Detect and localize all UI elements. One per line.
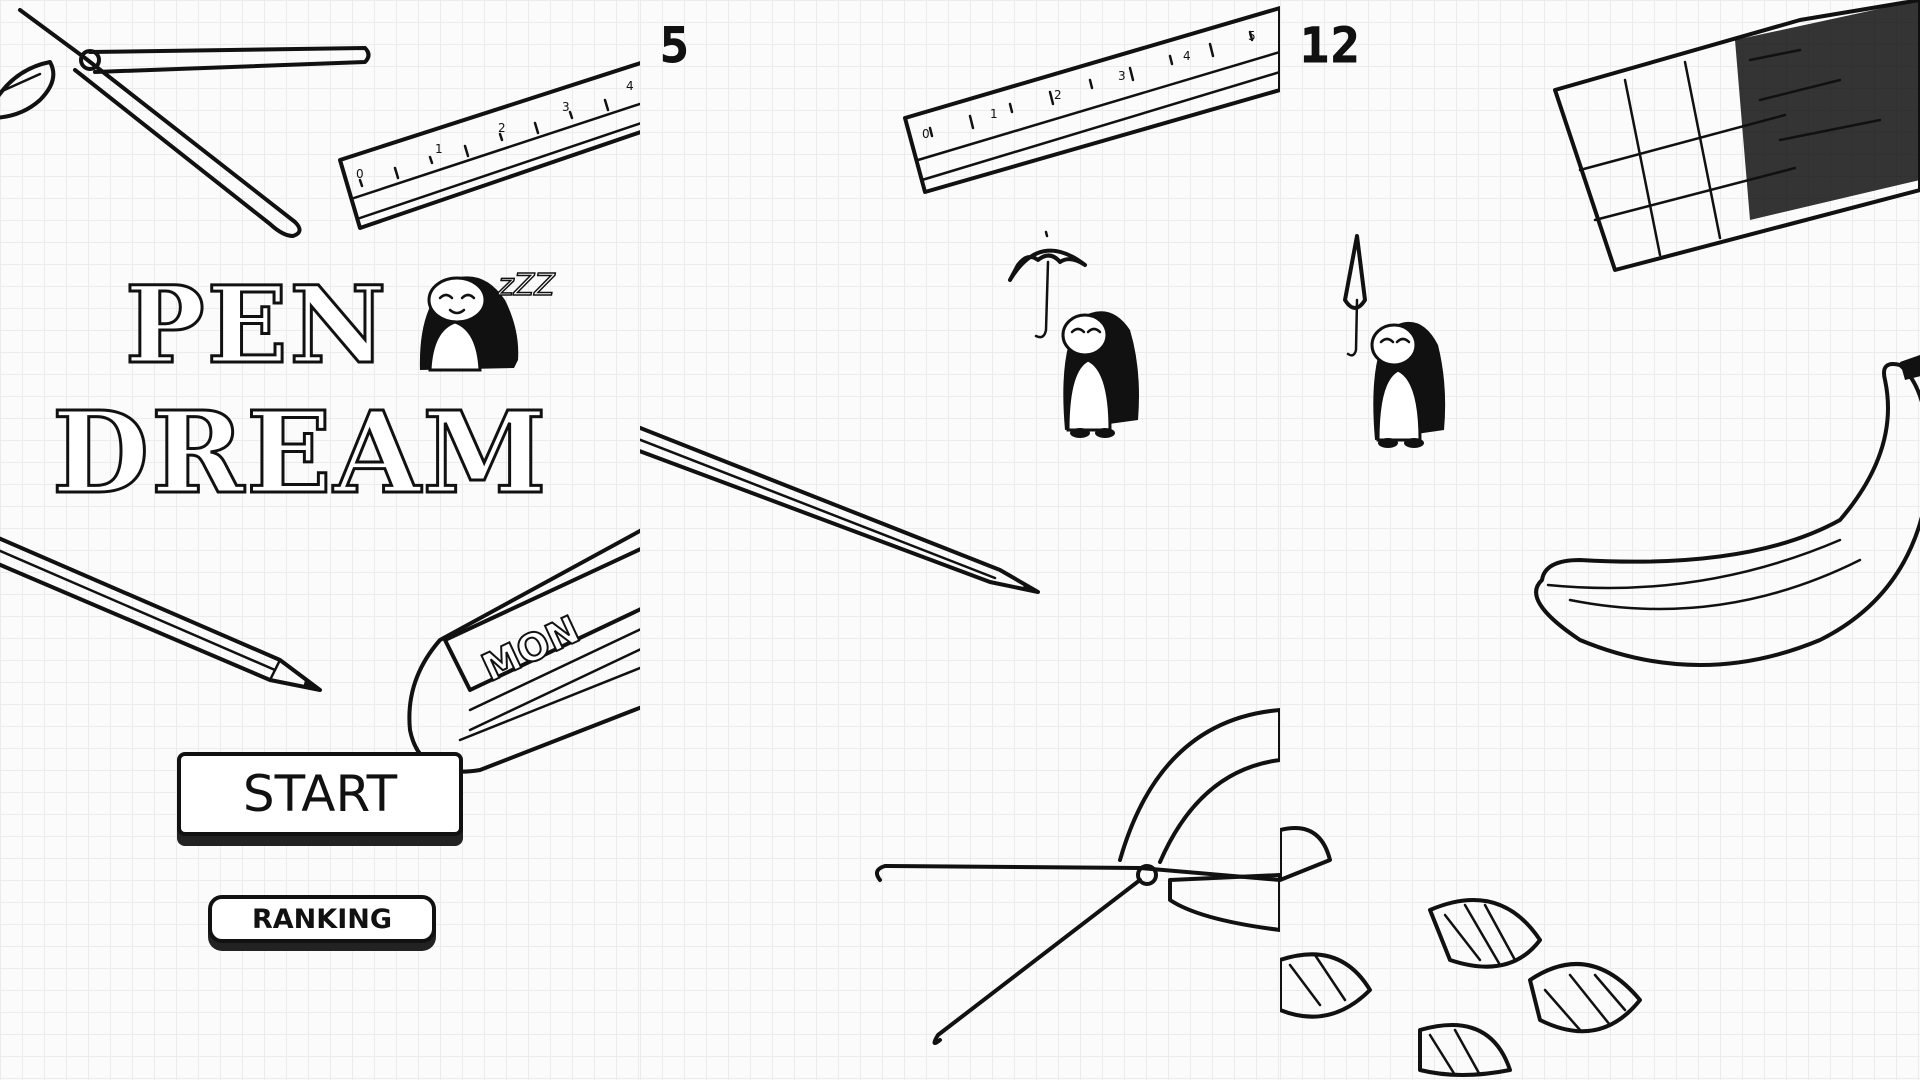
svg-text:2: 2 (1054, 88, 1062, 102)
pencil-icon (640, 425, 1040, 594)
svg-text:1: 1 (435, 142, 443, 156)
scissors-icon (0, 8, 371, 238)
title-screen-panel: 0 1 2 3 4 (0, 0, 640, 1080)
ruler-icon (338, 61, 640, 230)
svg-text:4: 4 (626, 79, 634, 93)
ranking-button[interactable]: RANKING (208, 895, 436, 943)
eraser-icon (407, 528, 640, 774)
svg-text:4: 4 (1183, 49, 1191, 63)
penguin-with-umbrella-icon (1343, 234, 1446, 448)
sleep-text: zZZ (497, 267, 555, 304)
score-counter: 12 (1300, 18, 1362, 75)
penguin-with-umbrella-icon (1008, 230, 1139, 438)
game-title-line1: PEN (123, 261, 389, 389)
svg-text:3: 3 (1118, 69, 1126, 83)
sleeping-penguin-icon (419, 276, 519, 372)
gameplay-panel-2: 12 (1280, 0, 1920, 1080)
ruler-icon (903, 6, 1280, 194)
svg-text:3: 3 (562, 100, 570, 114)
svg-text:0: 0 (356, 167, 364, 181)
ruler-tick-labels: 0 1 2 3 4 5 (922, 29, 1256, 141)
gameplay-panel-1: 0 1 2 3 4 5 (640, 0, 1280, 1080)
start-button[interactable]: START (177, 752, 463, 836)
chocolate-icon (1553, 0, 1920, 272)
scissors-icon (874, 708, 1280, 1046)
ruler-tick-labels: 0 1 2 3 4 (356, 79, 634, 181)
svg-text:0: 0 (922, 127, 930, 141)
pencil-icon (0, 536, 322, 692)
banana-icon (1534, 355, 1920, 667)
svg-text:5: 5 (1248, 29, 1256, 43)
svg-text:2: 2 (498, 121, 506, 135)
score-counter: 5 (660, 18, 691, 75)
pasta-icon (1280, 826, 1642, 1077)
svg-text:1: 1 (990, 107, 998, 121)
game-title-line2: DREAM (50, 387, 549, 521)
